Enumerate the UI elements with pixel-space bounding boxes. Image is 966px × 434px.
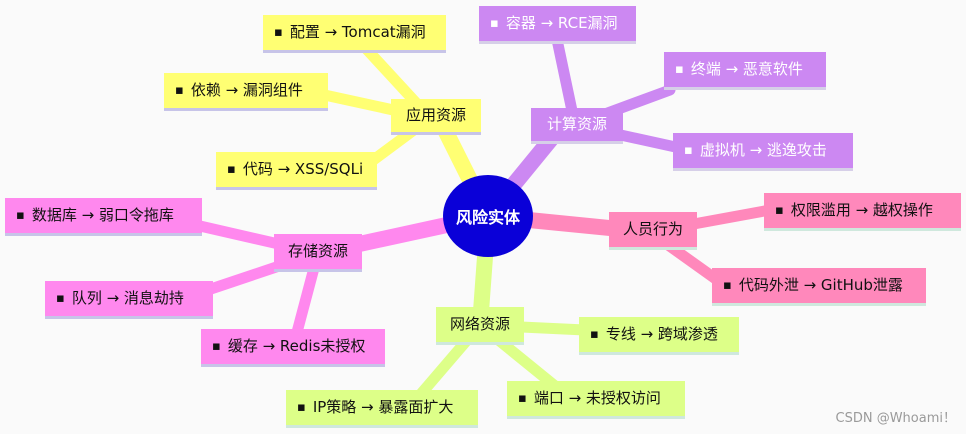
leaf-network-line[interactable]: ▪ 专线 → 跨域渗透 xyxy=(579,317,739,355)
branch-label: 人员行为 xyxy=(622,220,683,238)
branch-label: 计算资源 xyxy=(546,115,607,133)
bullet-icon: ▪ xyxy=(227,162,236,177)
leaf-label: 依赖 → 漏洞组件 xyxy=(190,81,303,99)
leaf-network-ip[interactable]: ▪ IP策略 → 暴露面扩大 xyxy=(286,390,478,428)
leaf-label: 权限滥用 → 越权操作 xyxy=(790,201,933,219)
bullet-icon: ▪ xyxy=(274,25,283,40)
branch-storage-resources[interactable]: 存储资源 xyxy=(274,234,362,272)
leaf-app-config[interactable]: ▪ 配置 → Tomcat漏洞 xyxy=(263,15,446,53)
leaf-label: 专线 → 跨域渗透 xyxy=(605,325,718,343)
bullet-icon: ▪ xyxy=(16,208,25,223)
leaf-label: 数据库 → 弱口令拖库 xyxy=(31,206,174,224)
branch-label: 存储资源 xyxy=(287,242,348,260)
branch-label: 网络资源 xyxy=(449,315,510,333)
leaf-people-abuse[interactable]: ▪ 权限滥用 → 越权操作 xyxy=(764,193,961,231)
branch-network-resources[interactable]: 网络资源 xyxy=(436,307,524,345)
bullet-icon: ▪ xyxy=(775,203,784,218)
branch-app-resources[interactable]: 应用资源 xyxy=(391,99,481,135)
bullet-icon: ▪ xyxy=(175,83,184,98)
leaf-storage-queue[interactable]: ▪ 队列 → 消息劫持 xyxy=(45,281,213,319)
bullet-icon: ▪ xyxy=(56,291,65,306)
leaf-storage-database[interactable]: ▪ 数据库 → 弱口令拖库 xyxy=(5,198,202,236)
leaf-label: 代码外泄 → GitHub泄露 xyxy=(738,276,903,294)
watermark: CSDN @Whoami！ xyxy=(835,411,957,426)
leaf-compute-container[interactable]: ▪ 容器 → RCE漏洞 xyxy=(479,6,636,44)
leaf-app-dependency[interactable]: ▪ 依赖 → 漏洞组件 xyxy=(164,73,328,111)
leaf-label: 缓存 → Redis未授权 xyxy=(227,337,366,355)
bullet-icon: ▪ xyxy=(297,400,306,415)
bullet-icon: ▪ xyxy=(212,339,221,354)
branch-label: 应用资源 xyxy=(405,106,466,124)
leaf-label: 容器 → RCE漏洞 xyxy=(505,14,618,32)
bullet-icon: ▪ xyxy=(590,327,599,342)
leaf-label: 配置 → Tomcat漏洞 xyxy=(289,23,426,41)
bullet-icon: ▪ xyxy=(684,143,693,158)
branch-compute-resources[interactable]: 计算资源 xyxy=(531,108,623,144)
leaf-label: 虚拟机 → 逃逸攻击 xyxy=(699,141,827,159)
leaf-label: 端口 → 未授权访问 xyxy=(533,389,661,407)
leaf-label: IP策略 → 暴露面扩大 xyxy=(312,398,454,416)
center-node-label: 风险实体 xyxy=(455,208,520,227)
leaf-label: 队列 → 消息劫持 xyxy=(71,289,184,307)
leaf-people-leak[interactable]: ▪ 代码外泄 → GitHub泄露 xyxy=(712,268,926,306)
bullet-icon: ▪ xyxy=(518,391,527,406)
leaf-network-port[interactable]: ▪ 端口 → 未授权访问 xyxy=(507,381,685,419)
leaf-compute-terminal[interactable]: ▪ 终端 → 恶意软件 xyxy=(664,52,826,90)
branch-people-behavior[interactable]: 人员行为 xyxy=(609,212,697,250)
leaf-label: 代码 → XSS/SQLi xyxy=(242,160,364,178)
leaf-app-code[interactable]: ▪ 代码 → XSS/SQLi xyxy=(216,152,377,190)
leaf-label: 终端 → 恶意软件 xyxy=(690,60,803,78)
leaf-storage-cache[interactable]: ▪ 缓存 → Redis未授权 xyxy=(201,329,385,367)
bullet-icon: ▪ xyxy=(490,16,499,31)
center-node[interactable]: 风险实体 xyxy=(443,175,533,257)
bullet-icon: ▪ xyxy=(723,278,732,293)
bullet-icon: ▪ xyxy=(675,62,684,77)
leaf-compute-vm[interactable]: ▪ 虚拟机 → 逃逸攻击 xyxy=(673,133,853,171)
